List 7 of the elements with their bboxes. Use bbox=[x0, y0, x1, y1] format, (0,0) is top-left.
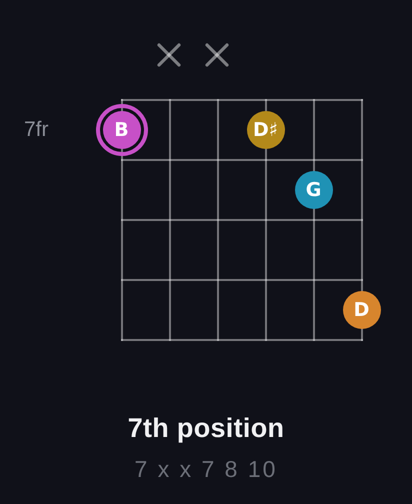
note-dot: D bbox=[342, 291, 380, 329]
fret-number-label: 7fr bbox=[24, 118, 49, 142]
note-dot: G bbox=[294, 171, 332, 209]
fret-numbers-caption: 7 x x 7 8 10 bbox=[134, 455, 278, 483]
note-dot: D♯ bbox=[246, 111, 284, 149]
chord-title: 7th position bbox=[128, 412, 284, 444]
root-note-dot: B bbox=[96, 104, 148, 156]
